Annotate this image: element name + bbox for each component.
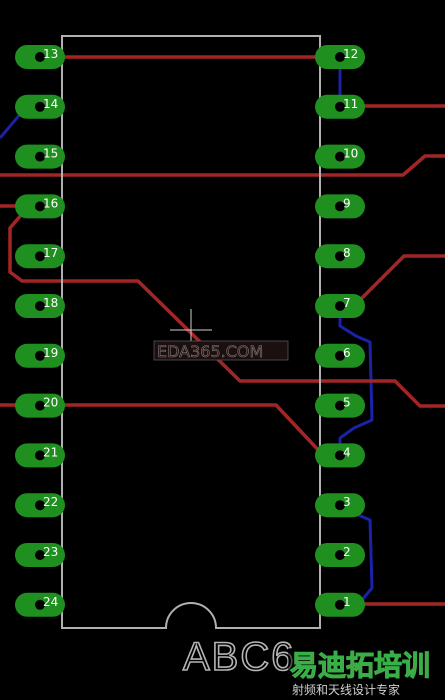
right-pin-label-9: 9 (343, 196, 351, 210)
right-pin-label-12: 12 (343, 47, 358, 61)
left-pin-label-14: 14 (43, 97, 58, 111)
left-pin-label-22: 22 (43, 495, 58, 509)
right-pin-label-2: 2 (343, 545, 351, 559)
trace-top-crossing-pin15 (0, 154, 445, 177)
right-pin-label-10: 10 (343, 147, 358, 161)
right-drill-hole-4 (335, 450, 345, 461)
right-pin-label-7: 7 (343, 296, 351, 310)
right-pin-label-8: 8 (343, 246, 351, 260)
component-outline (61, 35, 321, 629)
right-drill-hole-12 (335, 52, 345, 62)
right-pin-label-11: 11 (343, 97, 358, 111)
right-pad-column: 12 11 10 9 8 7 6 5 4 3 2 1 (315, 45, 365, 617)
left-drill-hole-17 (35, 251, 45, 262)
left-drill-hole-13 (35, 52, 45, 62)
left-drill-hole-19 (35, 350, 45, 361)
left-pin-label-24: 24 (43, 595, 58, 609)
left-drill-hole-16 (35, 201, 45, 212)
left-drill-hole-23 (35, 550, 45, 560)
right-drill-hole-11 (335, 101, 345, 112)
left-drill-hole-21 (35, 450, 45, 461)
right-pin-label-6: 6 (343, 346, 351, 360)
right-drill-hole-3 (335, 500, 345, 511)
right-drill-hole-7 (335, 301, 345, 311)
left-drill-hole-15 (35, 151, 45, 162)
right-pin-label-5: 5 (343, 396, 351, 410)
left-pin-label-15: 15 (43, 147, 58, 161)
logo-main-text: 易迪拓培训 (290, 649, 430, 682)
right-pin-label-4: 4 (343, 445, 351, 459)
left-drill-hole-20 (35, 400, 45, 411)
logo-backdrop (288, 648, 445, 700)
top-layer-traces (0, 55, 445, 606)
left-pin-label-16: 16 (43, 196, 58, 210)
reference-designator: ABC6 (183, 635, 296, 679)
watermark-text: EDA365.COM (157, 342, 263, 361)
left-pin-label-21: 21 (43, 445, 58, 459)
right-drill-hole-10 (335, 151, 345, 162)
left-pin-label-17: 17 (43, 246, 58, 260)
left-pin-label-23: 23 (43, 545, 58, 559)
left-pin-label-13: 13 (43, 47, 58, 61)
right-drill-hole-9 (335, 201, 345, 212)
left-pad-column: 13 14 15 16 17 18 19 20 21 22 23 24 (15, 45, 65, 617)
right-pin-label-3: 3 (343, 495, 351, 509)
watermark-box (153, 340, 289, 361)
right-drill-hole-8 (335, 251, 345, 262)
right-drill-hole-6 (335, 350, 345, 361)
left-pin-label-18: 18 (43, 296, 58, 310)
right-pin-label-1: 1 (343, 595, 351, 609)
right-drill-hole-1 (335, 599, 345, 610)
left-drill-hole-14 (35, 101, 45, 112)
right-drill-hole-5 (335, 400, 345, 411)
left-drill-hole-24 (35, 599, 45, 610)
trace-top-pin16-loop (0, 204, 445, 408)
left-drill-hole-18 (35, 301, 45, 311)
right-drill-hole-2 (335, 550, 345, 560)
logo-sub-text: 射频和天线设计专家 (292, 682, 400, 697)
logo: 易迪拓培训 射频和天线设计专家 (288, 648, 445, 700)
left-pin-label-19: 19 (43, 346, 58, 360)
package-body-outline (61, 35, 321, 629)
left-pin-label-20: 20 (43, 396, 58, 410)
left-drill-hole-22 (35, 500, 45, 511)
